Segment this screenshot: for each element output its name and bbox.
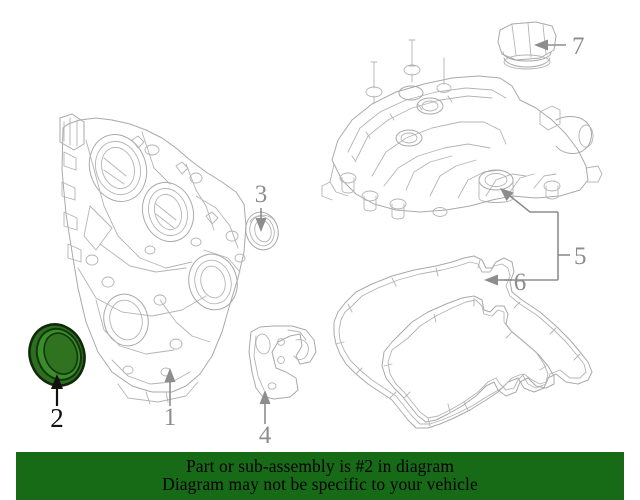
part-camshaft-seal xyxy=(245,211,279,251)
callout-label-6: 6 xyxy=(514,269,527,296)
part-timing-cover xyxy=(59,113,247,405)
callout-label-5: 5 xyxy=(574,243,587,270)
callout-4: 4 xyxy=(259,390,272,449)
part-engine-bracket xyxy=(248,325,317,400)
callout-label-7: 7 xyxy=(572,33,585,60)
part-valve-cover-gasket xyxy=(333,255,593,429)
callout-label-2: 2 xyxy=(50,403,64,433)
callout-label-3: 3 xyxy=(255,181,268,208)
notice-banner: Part or sub-assembly is #2 in diagram Di… xyxy=(16,452,624,500)
notice-banner-line-2: Diagram may not be specific to your vehi… xyxy=(162,474,478,494)
part-oil-filler-cap xyxy=(497,21,557,70)
callout-1: 1 xyxy=(164,368,177,431)
callout-3: 3 xyxy=(255,181,268,232)
callout-5-6-bracket: 5 6 xyxy=(484,188,587,296)
callout-7: 7 xyxy=(534,33,585,60)
callout-label-1: 1 xyxy=(164,404,177,431)
callout-2: 2 xyxy=(50,374,64,433)
part-valve-cover xyxy=(321,39,603,220)
callout-label-4: 4 xyxy=(259,422,272,449)
part-crankshaft-front-seal-highlighted xyxy=(28,323,86,387)
notice-banner-line-1: Part or sub-assembly is #2 in diagram xyxy=(185,456,455,477)
